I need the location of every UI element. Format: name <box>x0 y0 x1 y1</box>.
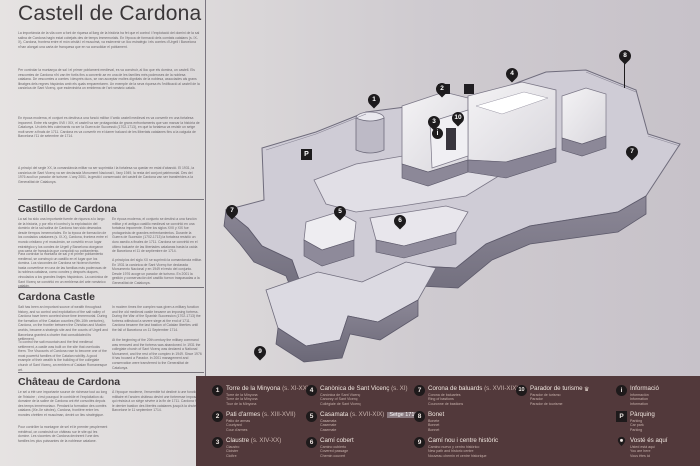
east-tower-wall <box>561 135 607 157</box>
section-divider <box>18 199 204 200</box>
column-divider <box>205 0 206 376</box>
catalan-paragraph-4: A principi del segle XX, la comandància … <box>18 166 195 184</box>
text-column: Castell de Cardona La importància de la … <box>8 0 204 466</box>
parking-marker: P <box>301 149 312 160</box>
english-paragraph-1: Salt has been an important source of wea… <box>18 305 108 342</box>
french-paragraph-2: Pour contrôler la montagne de sel et le … <box>18 425 108 443</box>
spanish-paragraph-4: A principios del siglo XX se suprimió la… <box>112 258 202 285</box>
parador-crown-icon: ♛ <box>584 387 590 393</box>
south-bastion-wall <box>275 299 419 363</box>
spanish-paragraph-1: La sal ha sido una importante fuente de … <box>18 217 108 254</box>
french-heading: Château de Cardona <box>18 376 121 388</box>
legend-band: 1 Torre de la Minyona (s. XI-XX) Torre d… <box>196 376 700 466</box>
english-heading: Cardona Castle <box>18 291 96 303</box>
canonry-wall <box>467 147 557 179</box>
siege-badge: Setge 1714 <box>387 412 420 418</box>
section-divider <box>18 372 204 373</box>
map-pin-9: 9 <box>251 343 269 361</box>
spanish-heading: Castillo de Cardona <box>18 203 117 215</box>
map-pin-8: 8 <box>616 47 634 65</box>
french-paragraph-1: Le sel a été une importante source de ri… <box>18 390 108 417</box>
covered-passage-wall <box>375 231 457 259</box>
catalan-paragraph-1: La importància de la vila com a font de … <box>18 31 200 49</box>
catalan-paragraph-3: En època moderna, el conjunt es destina … <box>18 116 200 139</box>
map-pin-5: 5 <box>331 203 349 221</box>
canonry-roof-ridge <box>475 91 549 115</box>
east-tower <box>561 87 607 145</box>
spanish-paragraph-3: En época moderna, el conjunto se destinó… <box>112 217 198 254</box>
cloister-roof-opening <box>464 84 474 94</box>
map-pin-1: 1 <box>365 91 383 109</box>
map-pin-4: 4 <box>503 65 521 83</box>
map-pin-2: 2 <box>433 80 451 98</box>
canonry-nave <box>467 81 557 163</box>
castle-map: 1 2 3 4 5 6 7 7 8 9 10 P i <box>206 0 700 376</box>
english-paragraph-3: In modern times the complex was given a … <box>112 305 201 332</box>
minyona-tower-body <box>355 117 385 154</box>
parking-icon: P <box>616 411 627 422</box>
english-paragraph-4: At the beginning of the 20th century the… <box>112 338 202 370</box>
battlements <box>265 71 681 151</box>
parador-courtyard <box>446 128 456 150</box>
information-marker: i <box>432 128 443 139</box>
french-paragraph-3: À l'époque moderne, l'ensemble fut desti… <box>112 390 202 413</box>
english-paragraph-2: To control the salt mountain and the fir… <box>18 340 108 372</box>
map-pin-6: 6 <box>391 212 409 230</box>
casemate-wall <box>303 239 355 267</box>
info-icon: i <box>616 385 627 396</box>
castle-3d-illustration <box>223 69 681 363</box>
location-pin-icon <box>617 436 626 447</box>
spanish-paragraph-2: Para controlar la montaña de sal y el pr… <box>18 252 108 288</box>
section-divider <box>18 287 204 288</box>
map-pin-10: 10 <box>449 109 467 127</box>
map-pin-7-west: 7 <box>223 202 241 220</box>
catalan-paragraph-2: Per controlar la muntanya de sal i el pr… <box>18 68 200 91</box>
map-pin-8-leader <box>624 62 625 88</box>
map-pin-7-east: 7 <box>623 143 641 161</box>
page-title: Castell de Cardona <box>18 2 202 25</box>
